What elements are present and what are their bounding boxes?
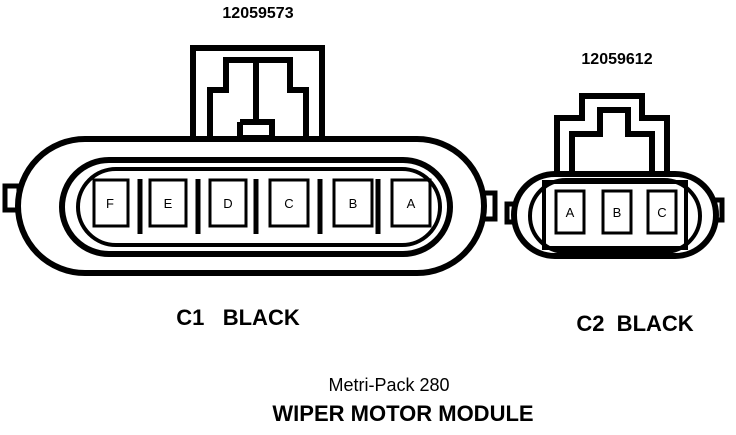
c1-dividers bbox=[137, 179, 381, 234]
c1-lock-tab bbox=[190, 45, 325, 141]
c1-connector: 12059573 F E bbox=[2, 5, 498, 330]
c1-pin-label: A bbox=[407, 196, 416, 211]
c1-cavity-c: C bbox=[268, 178, 310, 228]
diagram-title: WIPER MOTOR MODULE bbox=[272, 401, 533, 426]
c1-pin-label: F bbox=[106, 196, 114, 211]
c1-pin-label: D bbox=[223, 196, 232, 211]
c2-connector: 12059612 A B C C2 BLACK bbox=[504, 51, 725, 336]
c1-outer-body bbox=[15, 136, 487, 276]
c2-pin-label: B bbox=[613, 205, 622, 220]
series-label: Metri-Pack 280 bbox=[328, 375, 449, 395]
c2-cavity-b: B bbox=[601, 189, 633, 235]
c2-outer-body bbox=[511, 171, 719, 259]
c2-cavity-c: C bbox=[646, 189, 678, 235]
c2-part-number: 12059612 bbox=[581, 51, 652, 68]
c2-pin-face bbox=[542, 180, 688, 250]
c1-cavity-b: B bbox=[332, 178, 374, 228]
c1-part-number: 12059573 bbox=[222, 5, 293, 22]
c1-pin-label: C bbox=[284, 196, 293, 211]
c1-pin-face bbox=[76, 167, 442, 247]
c2-pin-label: A bbox=[566, 205, 575, 220]
c1-cavity-a: A bbox=[390, 178, 432, 228]
c2-lock-tab bbox=[554, 93, 670, 174]
c1-cavity-d: D bbox=[208, 178, 248, 228]
c1-label: C1 BLACK bbox=[176, 305, 300, 330]
c2-label: C2 BLACK bbox=[576, 311, 693, 336]
c1-cavity-e: E bbox=[148, 178, 188, 228]
c1-inner-body bbox=[59, 157, 453, 257]
c1-pin-label: B bbox=[349, 196, 358, 211]
c2-cavity-a: A bbox=[554, 189, 586, 235]
c1-cavity-f: F bbox=[92, 178, 130, 228]
c1-pin-label: E bbox=[164, 196, 173, 211]
c2-pin-label: C bbox=[657, 205, 666, 220]
